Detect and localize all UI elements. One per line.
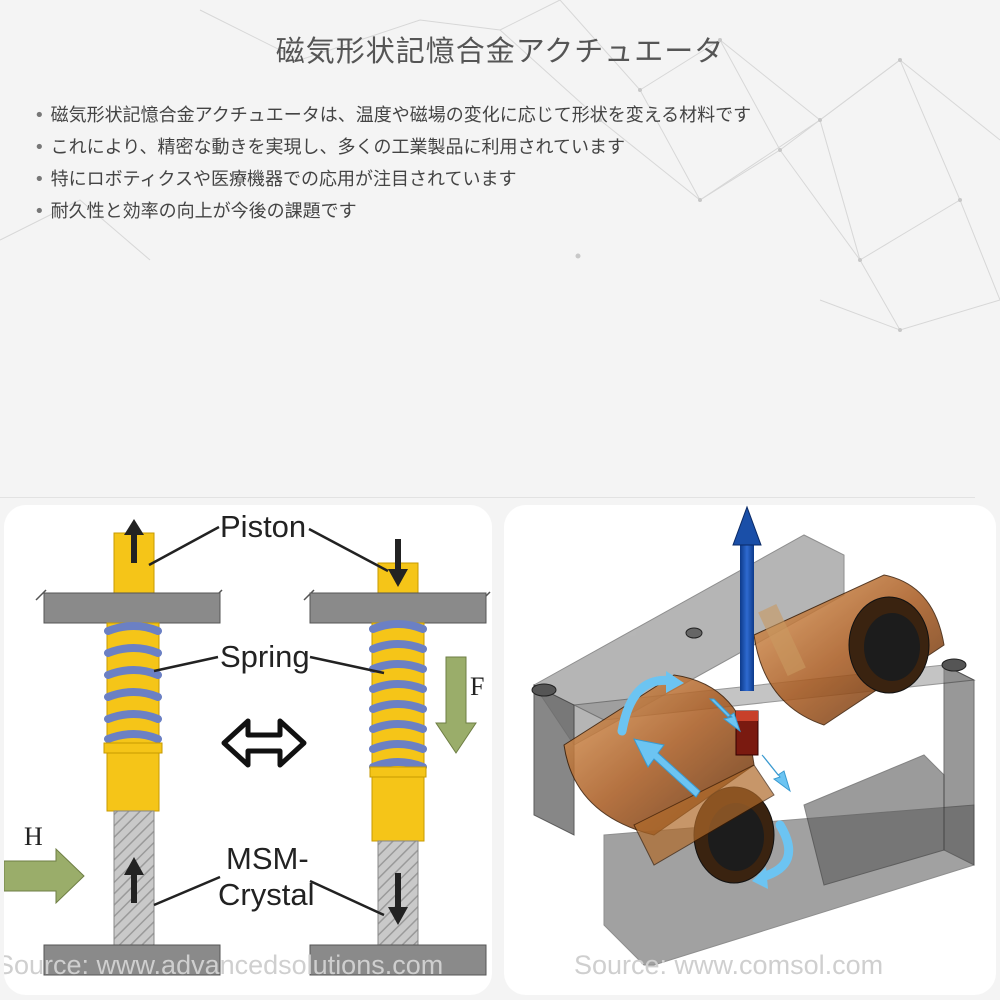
up-arrow-icon xyxy=(124,857,144,903)
coil-right xyxy=(753,574,945,726)
force-label: F xyxy=(470,672,484,701)
down-arrow-icon xyxy=(388,873,408,925)
down-arrow-icon xyxy=(388,539,408,587)
bullet-item: •耐久性と効率の向上が今後の課題です xyxy=(34,201,357,222)
source-credit: Source: www.advancedsolutions.com xyxy=(4,950,444,980)
bullet-item: •磁気形状記憶合金アクチュエータは、温度や磁場の変化に応じて形状を変える材料です xyxy=(34,105,752,126)
left-actuator xyxy=(35,519,223,976)
actuator-3d-render: Source: www.comsol.com xyxy=(504,505,996,995)
piston-label: Piston xyxy=(220,509,306,544)
background-network-graphic xyxy=(0,0,1000,332)
field-label: H xyxy=(24,822,43,851)
msm-schematic-figure: F H Piston Spring MSM- Crystal Source: w… xyxy=(4,505,492,995)
bullet-item: •特にロボティクスや医療機器での応用が注目されています xyxy=(34,169,517,190)
coil-left xyxy=(563,674,775,884)
up-arrow-icon xyxy=(124,519,144,563)
force-arrow xyxy=(435,656,477,754)
msm-label-line1: MSM- xyxy=(226,841,309,876)
source-credit: Source: www.comsol.com xyxy=(574,950,884,980)
up-arrow-icon xyxy=(732,505,762,691)
bullet-list: •磁気形状記憶合金アクチュエータは、温度や磁場の変化に応じて形状を変える材料です… xyxy=(34,100,751,228)
double-arrow-icon xyxy=(221,718,307,768)
msm-label-line2: Crystal xyxy=(218,877,314,912)
spring-label: Spring xyxy=(220,639,310,674)
right-actuator xyxy=(303,539,491,976)
page-title: 磁気形状記憶合金アクチュエータ xyxy=(275,34,725,68)
field-arrow xyxy=(4,847,85,905)
divider xyxy=(0,497,975,498)
bullet-item: •これにより、精密な動きを実現し、多くの工業製品に利用されています xyxy=(34,137,626,158)
